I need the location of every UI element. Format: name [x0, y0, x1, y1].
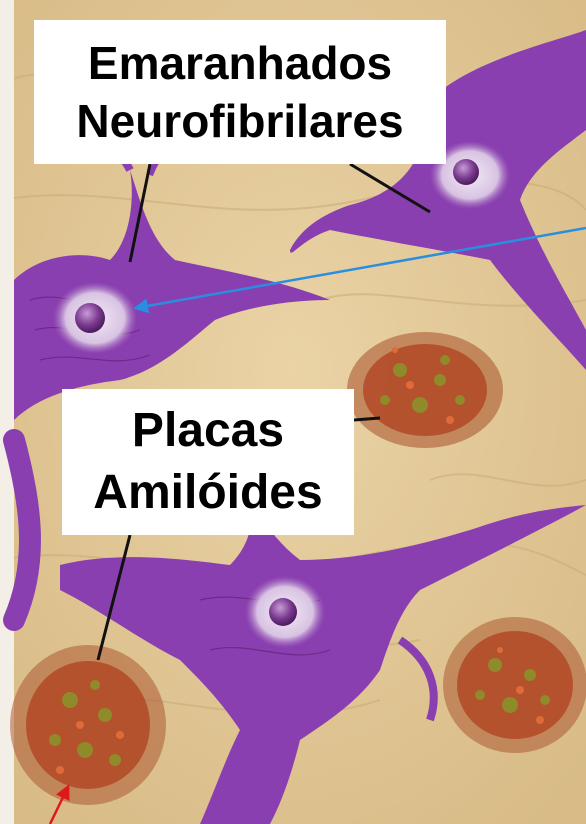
label-tangles-line1: Emaranhados — [88, 34, 392, 92]
label-tangles-line2: Neurofibrilares — [76, 92, 403, 150]
amyloid-plaque-center — [347, 332, 503, 448]
amyloid-plaque-bottom-right — [443, 617, 586, 753]
label-amyloid-plaques: Placas Amilóides — [62, 389, 354, 535]
label-plaques-line2: Amilóides — [93, 462, 322, 524]
label-neurofibrillary-tangles: Emaranhados Neurofibrilares — [34, 20, 446, 164]
amyloid-plaque-bottom-left — [10, 645, 166, 805]
left-border — [0, 0, 14, 824]
leader-line-plaques-center — [354, 418, 380, 420]
label-plaques-line1: Placas — [132, 400, 284, 462]
